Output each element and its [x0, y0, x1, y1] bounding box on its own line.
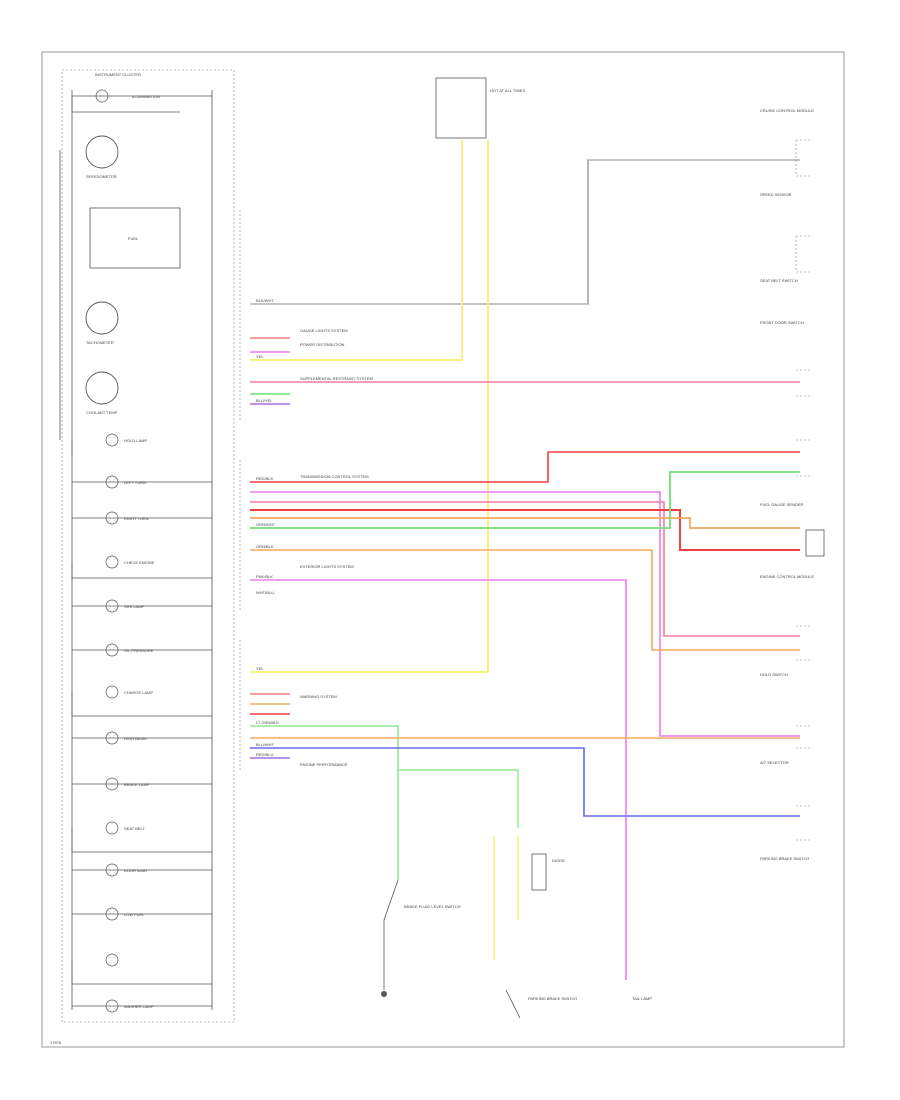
bottom-component-label: BRAKE FLUID LEVEL SWITCH: [404, 904, 461, 909]
coolant-temp-gauge: [85, 371, 119, 405]
system-label: GAUGE LIGHTS SYSTEM: [300, 328, 348, 333]
system-label: EXTERIOR LIGHTS SYSTEM: [300, 564, 354, 569]
wire-magenta-down: [250, 579, 627, 980]
bottom-components: BRAKE FLUID LEVEL SWITCH DIODE PARKING B…: [381, 853, 652, 1019]
fuse-block-label: HOT AT ALL TIMES: [490, 88, 525, 93]
cluster-item-label: HIGH BEAM: [124, 736, 146, 741]
connector-label: GRN/WHT: [256, 522, 276, 527]
connector-label: YEL: [256, 354, 264, 359]
cluster-item-label: LEFT TURN: [124, 480, 146, 485]
cluster-item-label: SPEEDOMETER: [86, 174, 117, 179]
wire-yellow-b: [250, 140, 489, 673]
tachometer-gauge: [85, 301, 119, 335]
footer-code: 17578: [50, 1040, 62, 1045]
cluster-lamp-rows: [71, 89, 212, 1013]
cluster-item-label: SRS LAMP: [124, 604, 145, 609]
cluster-item-label: WASHER LAMP: [124, 1004, 154, 1009]
right-component-label: CRUISE CONTROL MODULE: [760, 108, 814, 113]
wire-gray: [250, 159, 800, 305]
wire-orange-b: [250, 549, 800, 651]
system-label: ENGINE PERFORMANCE: [300, 762, 348, 767]
connector-label: LT GRN/BLK: [256, 720, 279, 725]
system-label: SUPPLEMENTAL RESTRAINT SYSTEM: [300, 376, 373, 381]
cluster-item-label: DOOR AJAR: [124, 868, 147, 873]
right-component-label: A/T SELECTOR: [760, 760, 789, 765]
cluster-item-label: HOLD LAMP: [124, 438, 147, 443]
cluster-item-label: BRAKE LAMP: [124, 782, 150, 787]
wire-blue: [250, 747, 800, 817]
connector-labels: BLK/WHT YEL BLU/YEL RED/BLK GRN/WHT ORN/…: [256, 298, 279, 757]
wire-red-main: [250, 509, 800, 551]
cluster-item-labels: ILLUMINATION SPEEDOMETER FUEL TACHOMETER…: [86, 94, 160, 1009]
right-components: CRUISE CONTROL MODULE SPEED SENSOR SEAT …: [760, 108, 825, 861]
right-component-label: PARKING BRAKE SWITCH: [760, 856, 809, 861]
wire-red-top: [250, 451, 800, 483]
connector-label: PNK/BLK: [256, 574, 273, 579]
connector-label: WHT/BLU: [256, 590, 274, 595]
wire-magenta: [250, 491, 800, 737]
cluster-item-label: SEAT BELT: [124, 826, 145, 831]
connector-label: RED/BLK: [256, 476, 273, 481]
wire-pink-b: [250, 501, 800, 637]
wire-orange-a: [250, 517, 800, 529]
right-component-label: FUEL GAUGE SENDER: [760, 502, 804, 507]
connector-label: BLU/WHT: [256, 742, 275, 747]
wire-green: [250, 471, 800, 529]
cluster-item-label: LOW FUEL: [124, 912, 145, 917]
speedometer-gauge: [85, 135, 119, 169]
cluster-item-label: OIL PRESSURE: [124, 648, 154, 653]
connector-label: BLK/WHT: [256, 298, 274, 303]
system-label: POWER DISTRIBUTION: [300, 342, 345, 347]
diagram-frame: [41, 51, 845, 1048]
wire-lightgreen-b: [398, 769, 519, 828]
right-component-label: FRONT DOOR SWITCH: [760, 320, 804, 325]
system-label: TRANSMISSION CONTROL SYSTEM: [300, 474, 369, 479]
right-component-label: SEAT BELT SWITCH: [760, 278, 798, 283]
cluster-item-label: COOLANT TEMP: [86, 410, 118, 415]
right-component-label: HOLD SWITCH: [760, 672, 788, 677]
connector-label: BLU/YEL: [256, 398, 273, 403]
cluster-item-label: FUEL: [128, 236, 139, 241]
cluster-title: INSTRUMENT CLUSTER: [95, 72, 141, 77]
cluster-item-label: ILLUMINATION: [132, 94, 160, 99]
wire-yellow-a: [250, 140, 463, 361]
cluster-item-label: CHECK ENGINE: [124, 560, 155, 565]
right-component-label: SPEED SENSOR: [760, 192, 792, 197]
cluster-item-label: CHARGE LAMP: [124, 690, 153, 695]
cluster-boundary: [61, 69, 235, 1023]
system-label: WARNING SYSTEM: [300, 694, 337, 699]
fuel-gauge-box: [89, 207, 181, 269]
system-labels: GAUGE LIGHTS SYSTEM POWER DISTRIBUTION S…: [300, 328, 373, 767]
cluster-item-label: TACHOMETER: [86, 340, 114, 345]
connector-label: YEL: [256, 666, 264, 671]
connector-label: RED/BLU: [256, 752, 273, 757]
connector-label: ORN/BLK: [256, 544, 274, 549]
right-component-label: ENGINE CONTROL MODULE: [760, 574, 814, 579]
bottom-component-label: TAIL LAMP: [632, 996, 652, 1001]
bottom-component-label: DIODE: [552, 858, 565, 863]
bottom-component-label: PARKING BRAKE SWITCH: [528, 996, 577, 1001]
wire-lightgreen: [250, 725, 399, 880]
fuse-block: HOT AT ALL TIMES: [435, 77, 525, 139]
cluster-item-label: RIGHT TURN: [124, 516, 149, 521]
